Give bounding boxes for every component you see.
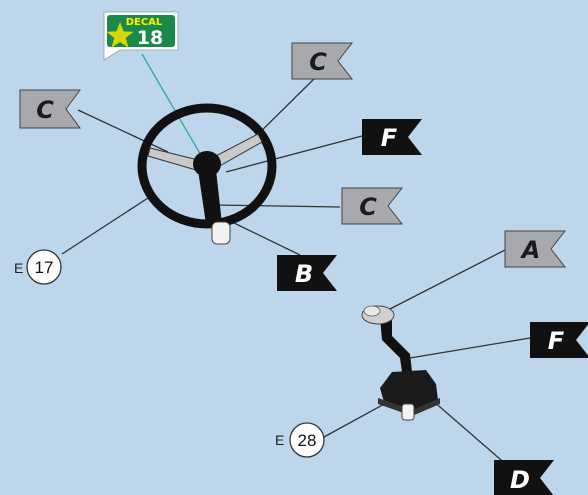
ref-prefix: E	[14, 260, 23, 276]
flag-letter: A	[520, 236, 541, 264]
flag-d: D	[494, 460, 554, 495]
flag-f-top: F	[362, 119, 422, 155]
leader-line	[409, 337, 531, 359]
ref-circle	[26, 249, 62, 285]
ref-circle	[289, 422, 325, 458]
ref-e17: E 17	[14, 249, 62, 285]
flag-letter: C	[359, 193, 377, 221]
leader-lines	[61, 74, 531, 467]
leader-line	[225, 135, 363, 173]
flag-letter: F	[381, 124, 398, 152]
flag-f-right: F	[530, 322, 588, 358]
decal-number: 18	[137, 27, 163, 49]
decal-leader-line	[141, 53, 203, 158]
star-icon	[106, 22, 134, 48]
leader-line	[231, 221, 301, 256]
ref-number: 28	[298, 431, 317, 450]
ref-e28: E 28	[275, 422, 325, 458]
flag-b: B	[277, 255, 337, 291]
leader-line	[387, 249, 506, 311]
decal-label: DECAL	[126, 17, 163, 28]
flag-letter: D	[510, 466, 530, 494]
steering-wheel-spoke	[147, 147, 199, 171]
flag-letter: F	[548, 327, 565, 355]
flag-letter: B	[295, 260, 313, 288]
flag-c-left: C	[19, 89, 81, 129]
leader-line	[61, 197, 149, 255]
lever-housing	[380, 370, 438, 410]
steering-wheel	[137, 103, 277, 245]
lever-knob-top	[363, 305, 381, 317]
steering-hub	[193, 151, 221, 177]
leader-line	[213, 204, 341, 208]
ref-prefix: E	[275, 432, 284, 448]
ref-number: 17	[35, 258, 54, 277]
leader-line	[424, 393, 509, 467]
leader-line	[323, 401, 389, 438]
lever-arm	[380, 318, 412, 372]
flag-c-mid: C	[341, 187, 404, 225]
decal-badge: DECAL 18	[103, 11, 179, 61]
lever-shaft	[401, 403, 415, 421]
steering-shaft	[211, 221, 231, 245]
steering-column	[198, 170, 222, 228]
throttle-lever	[361, 305, 440, 421]
flag-letter: C	[36, 96, 54, 124]
flag-a: A	[504, 230, 567, 268]
leader-line	[77, 109, 169, 153]
flag-letter: C	[309, 48, 327, 76]
flag-c-top: C	[291, 42, 354, 80]
